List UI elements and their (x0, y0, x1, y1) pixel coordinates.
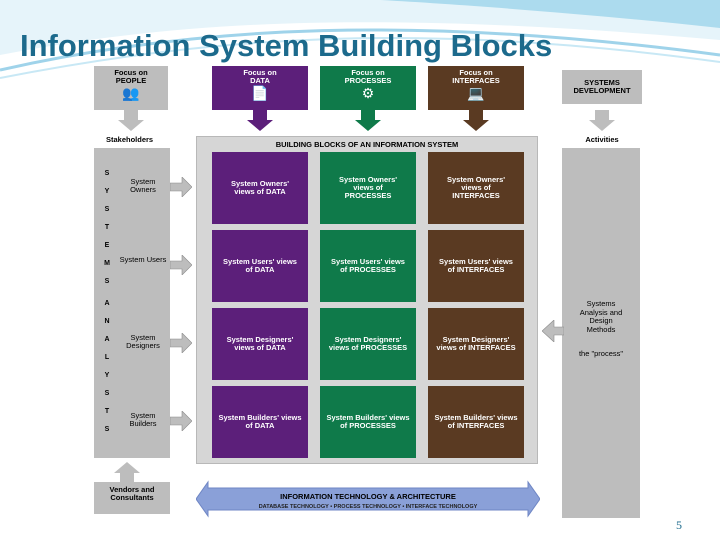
cell-users-data: System Users' views of DATA (212, 230, 308, 302)
cell-builders-processes: System Builders' views of PROCESSES (320, 386, 416, 458)
vertical-letter: T (104, 408, 110, 415)
focus-interfaces-label: Focus on INTERFACES (452, 68, 500, 85)
header-swoosh (0, 0, 720, 79)
slide-title: Information System Building Blocks (20, 28, 553, 63)
vertical-letter: S (104, 206, 110, 213)
vertical-letter: Y (104, 188, 110, 195)
it-architecture-subtitle: DATABASE TECHNOLOGY • PROCESS TECHNOLOGY… (258, 504, 478, 510)
vertical-letter: N (104, 318, 110, 325)
up-arrow-icon (114, 462, 140, 482)
stakeholder-row-owners: System Owners (118, 152, 192, 222)
process-icon: ⚙ (361, 85, 375, 101)
cell-owners-processes: System Owners' views of PROCESSES (320, 152, 416, 224)
stakeholder-label: System Owners (130, 177, 156, 194)
right-arrow-icon (170, 255, 192, 275)
vertical-letter: M (104, 260, 110, 267)
focus-people-box: Focus on PEOPLE 👥 (94, 66, 168, 110)
vertical-letter: Y (104, 372, 110, 379)
vendors-label: Vendors and Consultants (109, 485, 155, 502)
right-arrow-icon (170, 411, 192, 431)
focus-processes-label: Focus on PROCESSES (344, 68, 392, 85)
cell-users-interfaces: System Users' views of INTERFACES (428, 230, 524, 302)
stakeholder-row-builders: System Builders (118, 386, 192, 456)
vertical-letter: E (104, 242, 110, 249)
vertical-letter: S (104, 278, 110, 285)
cell-builders-data: System Builders' views of DATA (212, 386, 308, 458)
vertical-letter: A (104, 300, 110, 307)
vertical-letter: A (104, 336, 110, 343)
systems-analysts-vertical: S Y S T E M S A N A L Y S T S (94, 148, 114, 458)
cell-designers-interfaces: System Designers' views of INTERFACES (428, 308, 524, 380)
activities-process-text: the "process" (578, 349, 624, 358)
vertical-letter: T (104, 224, 110, 231)
stakeholders-label: Stakeholders (106, 135, 154, 144)
left-arrow-icon (542, 320, 564, 342)
stakeholder-label: System Builders (129, 411, 157, 428)
cell-owners-data: System Owners' views of DATA (212, 152, 308, 224)
focus-people-label: Focus on PEOPLE (114, 68, 148, 85)
activities-label: Activities (585, 135, 619, 144)
stakeholder-row-users: System Users (118, 230, 192, 300)
systems-development-label: SYSTEMS DEVELOPMENT (573, 78, 631, 95)
stakeholder-label: System Users (119, 255, 167, 264)
right-arrow-icon (170, 333, 192, 353)
focus-data-label: Focus on DATA (243, 68, 277, 85)
building-blocks-header: BUILDING BLOCKS OF AN INFORMATION SYSTEM (275, 140, 459, 149)
vertical-letter: L (104, 354, 110, 361)
stakeholder-label: System Designers (126, 333, 160, 350)
cell-users-processes: System Users' views of PROCESSES (320, 230, 416, 302)
cell-owners-interfaces: System Owners' views of INTERFACES (428, 152, 524, 224)
focus-down-arrows (118, 110, 615, 131)
interface-icon: 💻 (467, 85, 485, 101)
vertical-letter: S (104, 426, 110, 433)
building-blocks-diagram: Focus on PEOPLE 👥 Focus on DATA 📄 Focus … (92, 64, 642, 518)
right-arrow-icon (170, 177, 192, 197)
data-icon: 📄 (251, 85, 269, 101)
cell-builders-interfaces: System Builders' views of INTERFACES (428, 386, 524, 458)
vendors-box: Vendors and Consultants (94, 482, 170, 514)
vertical-letter: S (104, 390, 110, 397)
focus-processes-box: Focus on PROCESSES ⚙ (320, 66, 416, 110)
activities-column: Systems Analysis and Design Methods the … (562, 148, 640, 518)
page-number: 5 (676, 518, 682, 532)
vertical-letter: S (104, 170, 110, 177)
cell-designers-processes: System Designers' views of PROCESSES (320, 308, 416, 380)
it-architecture-band (196, 480, 540, 518)
focus-interfaces-box: Focus on INTERFACES 💻 (428, 66, 524, 110)
it-architecture-title: INFORMATION TECHNOLOGY & ARCHITECTURE (280, 492, 456, 501)
stakeholders-column (94, 148, 170, 458)
systems-development-box: SYSTEMS DEVELOPMENT (562, 70, 642, 104)
activities-methods-text: Systems Analysis and Design Methods (579, 299, 623, 334)
stakeholder-row-designers: System Designers (118, 308, 192, 378)
focus-data-box: Focus on DATA 📄 (212, 66, 308, 110)
people-icon: 👥 (122, 85, 140, 101)
cell-designers-data: System Designers' views of DATA (212, 308, 308, 380)
